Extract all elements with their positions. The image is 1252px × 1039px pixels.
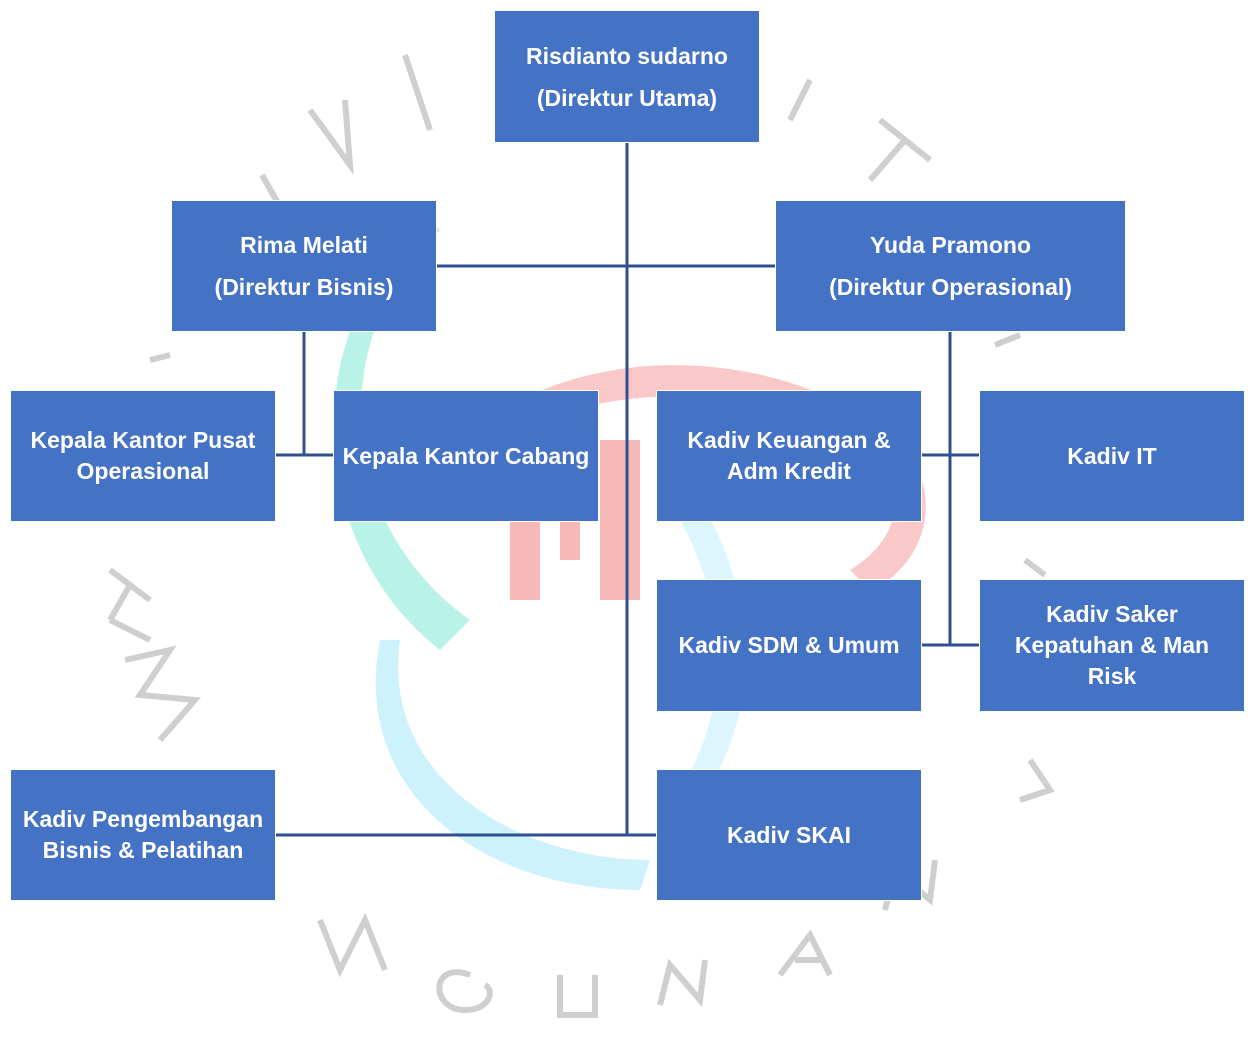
node-kadiv-skai-line1: Kadiv SKAI (727, 821, 851, 848)
watermark-letter-T (867, 117, 932, 182)
node-kepala-kantor-pusat: Kepala Kantor Pusat Operasional (10, 390, 276, 522)
node-direktur-utama-name: Risdianto sudarno (526, 42, 728, 69)
node-direktur-operasional: Yuda Pramono (Direktur Operasional) (775, 200, 1126, 332)
watermark-letter-dash-3 (149, 352, 171, 363)
node-kadiv-pengembangan-line1: Kadiv Pengembangan (22, 806, 264, 832)
node-direktur-operasional-role: (Direktur Operasional) (829, 274, 1072, 300)
node-kadiv-saker-line2: Kepatuhan & Man (1014, 632, 1210, 658)
node-kadiv-sdm-line1: Kadiv SDM & Umum (678, 632, 900, 658)
watermark-letter-dash (993, 332, 1022, 348)
node-kepala-kantor-pusat-line1: Kepala Kantor Pusat (30, 427, 256, 453)
watermark-cyan-arc (375, 640, 650, 890)
watermark-letter-I3 (787, 78, 813, 122)
watermark-letter-G (436, 969, 493, 1014)
watermark-letter-E (107, 567, 152, 643)
watermark-letter-V (307, 99, 354, 176)
node-kadiv-keuangan-line1: Kadiv Keuangan & (687, 427, 891, 453)
node-kadiv-it-line1: Kadiv IT (1067, 442, 1157, 469)
node-kepala-kantor-cabang-line1: Kepala Kantor Cabang (342, 442, 590, 469)
node-kepala-kantor-cabang: Kepala Kantor Cabang (333, 390, 599, 522)
node-direktur-bisnis-name: Rima Melati (240, 232, 368, 258)
node-kadiv-pengembangan: Kadiv Pengembangan Bisnis & Pelatihan (10, 769, 276, 901)
watermark-letter-N2 (657, 958, 708, 1008)
watermark-letter-M (124, 645, 202, 742)
watermark-letter-dash-2 (1023, 557, 1047, 578)
node-kadiv-skai: Kadiv SKAI (656, 769, 922, 901)
watermark-cyan-arc-2 (680, 500, 745, 800)
node-kadiv-sdm: Kadiv SDM & Umum (656, 579, 922, 712)
node-direktur-utama: Risdianto sudarno (Direktur Utama) (494, 10, 760, 143)
watermark-letter-I2 (402, 54, 433, 131)
watermark-letter-J (1019, 758, 1055, 803)
watermark-letter-N (317, 912, 388, 978)
node-direktur-bisnis-role: (Direktur Bisnis) (214, 274, 394, 300)
node-kadiv-it: Kadiv IT (979, 390, 1245, 522)
watermark-red-block-3 (600, 440, 640, 600)
node-direktur-utama-role: (Direktur Utama) (536, 84, 718, 111)
node-direktur-bisnis: Rima Melati (Direktur Bisnis) (171, 200, 437, 332)
node-kadiv-pengembangan-line2: Bisnis & Pelatihan (42, 837, 244, 863)
node-kadiv-saker-line3: Risk (1087, 663, 1137, 689)
node-kadiv-saker: Kadiv Saker Kepatuhan & Man Risk (979, 579, 1245, 712)
watermark-letter-A (777, 929, 833, 977)
node-kadiv-saker-line1: Kadiv Saker (1046, 601, 1178, 627)
watermark-letter-U (557, 975, 598, 1018)
node-kadiv-keuangan-line2: Adm Kredit (727, 458, 851, 484)
node-kadiv-keuangan: Kadiv Keuangan & Adm Kredit (656, 390, 922, 522)
node-kepala-kantor-pusat-line2: Operasional (76, 458, 210, 484)
node-direktur-operasional-name: Yuda Pramono (869, 232, 1032, 258)
